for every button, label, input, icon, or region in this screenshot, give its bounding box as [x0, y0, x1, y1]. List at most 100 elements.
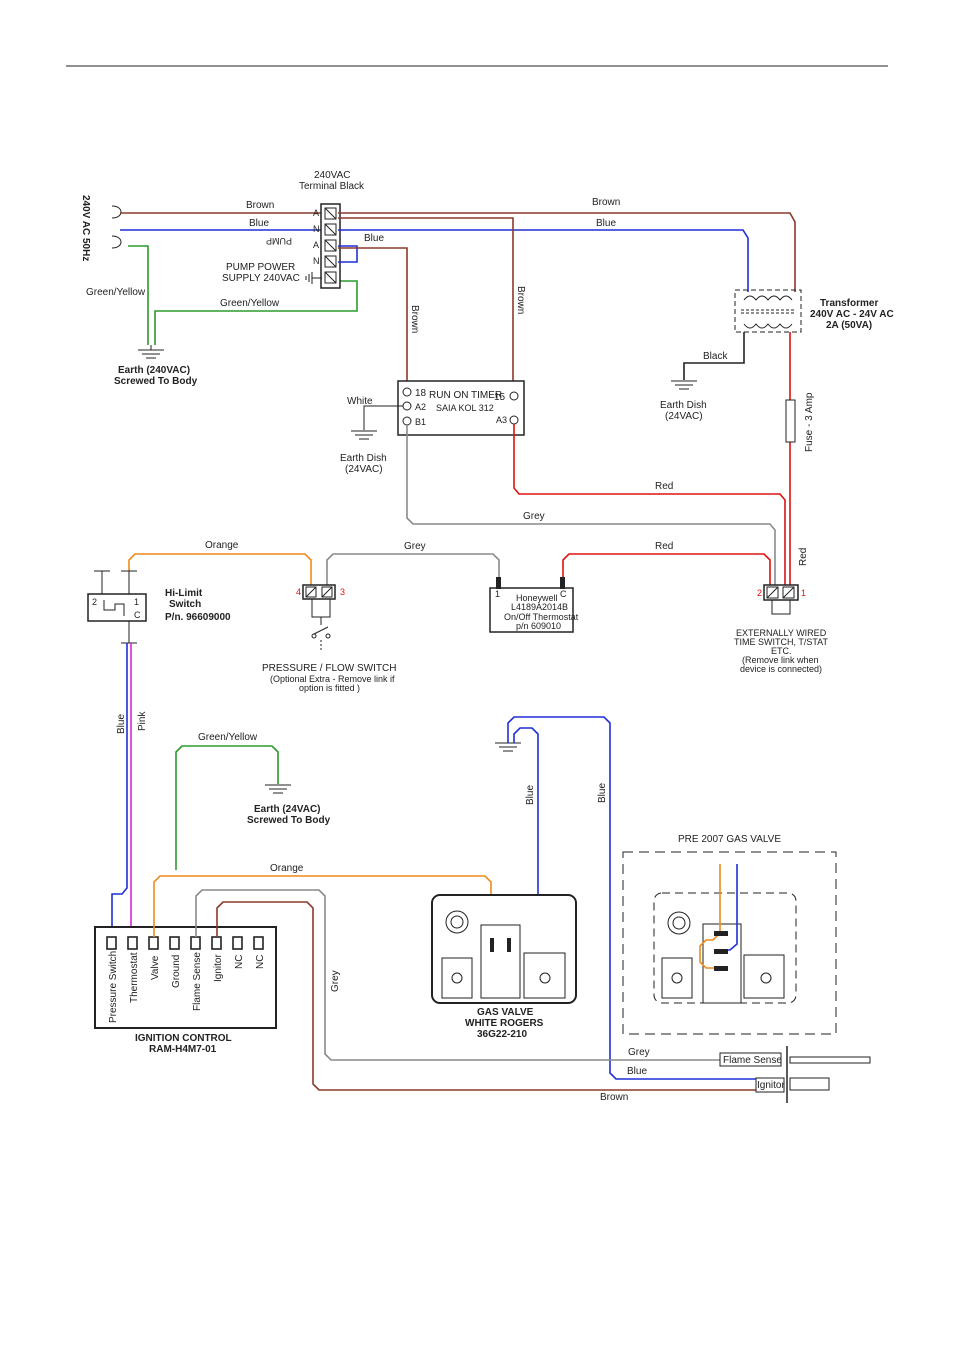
transformer: [734, 289, 802, 333]
orange-wire-hilimit: [128, 553, 312, 585]
pre-2007-label: PRE 2007 GAS VALVE: [678, 834, 781, 845]
gas-valve-white-rogers: [431, 894, 577, 1004]
wire-label-gy-1: Green/Yellow: [86, 287, 146, 298]
wire-label-blue-5: Blue: [525, 785, 536, 805]
earth-dish-timer-symbol: [351, 430, 377, 440]
pin-n-1: N: [313, 224, 320, 234]
wire-label-blue-1: Blue: [249, 218, 269, 229]
transformer-rating: 240V AC - 24V AC: [810, 309, 894, 320]
thermostat-line-4: p/n 609010: [516, 621, 561, 631]
external-line-5: device is connected): [740, 664, 822, 674]
ic-term-nc-2: NC: [255, 955, 266, 969]
ignition-title-2: RAM-H4M7-01: [149, 1044, 217, 1055]
pin-a-1: A: [313, 208, 319, 218]
wire-label-grey-1: Grey: [523, 511, 545, 522]
wire-label-grey-2: Grey: [404, 541, 426, 552]
grey-wire-b1: [406, 425, 776, 588]
wire-label-red-2: Red: [655, 481, 673, 492]
grey-wire-flame: [195, 889, 720, 1061]
wire-label-black: Black: [703, 351, 728, 362]
pin-a-2: A: [313, 240, 319, 250]
mains-wires: [120, 212, 358, 345]
blue-wire-gas-valve: [507, 716, 756, 1080]
probes: [719, 1046, 871, 1103]
earth-24-label-2: Screwed To Body: [247, 815, 331, 826]
terminal-block-title-2: Terminal Black: [299, 181, 365, 192]
wire-label-white: White: [347, 396, 373, 407]
earth-24-label-1: Earth (24VAC): [254, 804, 321, 815]
timer-title: RUN ON TIMER: [429, 390, 502, 401]
thermostat-pin1: 1: [495, 589, 500, 599]
wire-label-red-3: Red: [655, 541, 673, 552]
earth-dish-tr-2: (24VAC): [665, 411, 703, 422]
earth-24-symbol: [265, 784, 291, 794]
hilimit-pin1: 1: [134, 597, 139, 607]
pump-power-2: SUPPLY 240VAC: [222, 273, 300, 284]
earth-240-label-1: Earth (240VAC): [118, 365, 190, 376]
wire-label-blue-2: Blue: [596, 218, 616, 229]
thermostat-line-2: L4189A2014B: [511, 602, 568, 612]
red-wire-thermostat: [562, 553, 771, 588]
ic-term-valve: Valve: [150, 955, 161, 980]
external-terminal: [763, 584, 799, 615]
black-wire: [683, 332, 745, 380]
pressure-note-1: (Optional Extra - Remove link if: [270, 674, 395, 684]
transformer-va: 2A (50VA): [826, 320, 872, 331]
ignition-title-1: IGNITION CONTROL: [135, 1033, 232, 1044]
wire-label-grey-3: Grey: [330, 970, 341, 992]
red-wire-a3: [513, 424, 786, 588]
wire-label-brown-1: Brown: [246, 200, 274, 211]
wire-label-grey-4: Grey: [628, 1047, 650, 1058]
thermostat-line-3: On/Off Thermostat: [504, 612, 579, 622]
hilimit-pinc: C: [134, 610, 141, 620]
earth-dish-tr-1: Earth Dish: [660, 400, 707, 411]
timer-t18: 18: [415, 388, 427, 399]
wire-label-orange-1: Orange: [205, 540, 239, 551]
pump-power-1: PUMP POWER: [226, 262, 295, 273]
pressure-note-2: option is fitted ): [299, 683, 360, 693]
ic-term-ignitor: Ignitor: [213, 954, 224, 982]
mains-label: 240V AC 50Hz: [80, 195, 91, 261]
wire-label-red-1: Red: [798, 548, 809, 566]
fuse-label: Fuse - 3 Amp: [804, 392, 815, 452]
mains-supply: 240V AC 50Hz: [80, 195, 122, 261]
wire-label-brown-5: Brown: [600, 1092, 628, 1103]
pin-n-2: N: [313, 256, 320, 266]
probe-ignitor: Ignitor: [757, 1080, 785, 1091]
wire-label-brown-4: Brown: [515, 286, 526, 314]
gas-valve-title-1: GAS VALVE: [477, 1007, 534, 1018]
earth-240-symbol: [138, 345, 164, 359]
blue-wire-pressure-switch: [111, 643, 128, 938]
wire-label-pink: Pink: [137, 711, 148, 731]
fuse: [785, 399, 796, 443]
hilimit-title-2: Switch: [169, 599, 201, 610]
terminal-block: 240VAC Terminal Black A N A N PUMP PUMP …: [222, 170, 365, 289]
timer-model: SAIA KOL 312: [436, 403, 494, 413]
external-line-1: EXTERNALLY WIRED: [736, 628, 827, 638]
terminal-block-title-1: 240VAC: [314, 170, 351, 181]
earth-dish-timer-2: (24VAC): [345, 464, 383, 475]
ic-term-nc-1: NC: [234, 955, 245, 969]
on-off-thermostat: [489, 577, 574, 633]
earth-dish-transformer-symbol: [671, 380, 697, 390]
hilimit-pin2: 2: [92, 597, 97, 607]
probe-flame-sense: Flame Sense: [723, 1055, 782, 1066]
timer-ta3: A3: [496, 415, 507, 425]
pressure-pin3: 3: [340, 587, 345, 597]
wire-label-orange-2: Orange: [270, 863, 304, 874]
ic-term-ground: Ground: [171, 955, 182, 988]
timer-t15: 15: [494, 392, 506, 403]
pressure-pin4: 4: [296, 587, 301, 597]
grey-wire-pressure: [326, 553, 500, 585]
external-pin1: 1: [801, 588, 806, 598]
brown-wire-ignitor: [216, 901, 756, 1091]
transformer-title: Transformer: [820, 298, 878, 309]
wire-label-brown-2: Brown: [592, 197, 620, 208]
gy-wire-ground: [175, 745, 279, 870]
external-line-4: (Remove link when: [742, 655, 819, 665]
wire-label-blue-4: Blue: [116, 714, 127, 734]
wire-label-blue-3: Blue: [364, 233, 384, 244]
pre-2007-gas-valve: [622, 851, 837, 1035]
wire-label-gy-2: Green/Yellow: [220, 298, 280, 309]
